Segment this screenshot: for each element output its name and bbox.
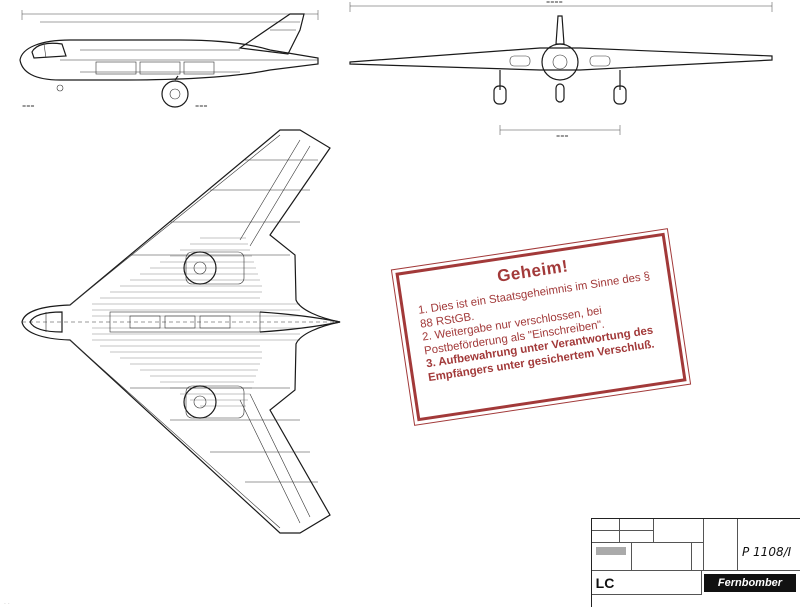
tb-cell [620, 531, 654, 543]
tb-cell [592, 519, 620, 531]
front-view: === ==== [349, 0, 773, 140]
tb-cell [592, 543, 632, 571]
tb-cell [654, 519, 704, 543]
svg-text:· ·: · · [4, 601, 10, 607]
tb-cell [738, 535, 800, 571]
manufacturer-label: Fernbomber [704, 574, 796, 592]
tb-cell [620, 519, 654, 531]
svg-text:===: === [22, 104, 35, 110]
side-view: === === [19, 10, 319, 110]
svg-text:===: === [195, 104, 208, 110]
svg-text:====: ==== [546, 0, 563, 6]
tb-cell [632, 543, 692, 571]
drawing-number: P 1108/I [742, 545, 792, 559]
tb-cell [692, 543, 704, 571]
tb-cell [592, 571, 702, 595]
svg-text:===: === [556, 134, 569, 140]
sheet-code: LC [595, 575, 615, 591]
tb-cell [592, 531, 620, 543]
tb-cell [704, 519, 738, 571]
title-block: LC P 1108/I Fernbomber [591, 518, 800, 607]
plan-view [21, 129, 341, 534]
tb-grey-patch [596, 547, 626, 555]
